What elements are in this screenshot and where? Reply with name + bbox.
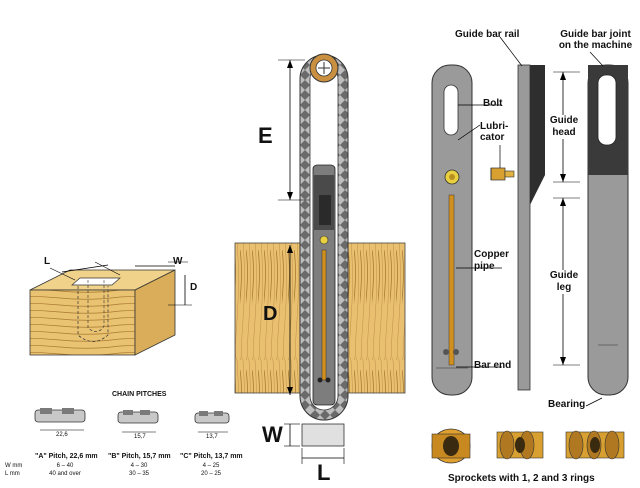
- left-dim-w-label: W: [173, 256, 183, 267]
- chain-pitch-b-sample: [117, 410, 159, 433]
- label-bar-end: Bar end: [474, 360, 512, 371]
- sprocket-2-rings: [496, 430, 544, 460]
- pitch-c-w-range: 4 – 25: [202, 463, 220, 469]
- center-dim-w-label: W: [262, 422, 283, 447]
- row-label-l: L mm: [5, 471, 20, 477]
- label-copper-pipe: Copper pipe: [474, 249, 509, 272]
- label-guide-bar-rail: Guide bar rail: [455, 29, 520, 40]
- label-guide-leg: Guide leg: [546, 270, 582, 294]
- pitch-b-heading: "B" Pitch, 15,7 mm: [108, 453, 171, 460]
- pitch-c-l-range: 20 – 25: [200, 471, 222, 477]
- lubricator: [490, 167, 515, 181]
- dimension-d-center: [287, 245, 293, 395]
- center-dim-l-label: L: [317, 460, 331, 485]
- pitch-b-readout: 15,7: [134, 434, 146, 440]
- pitch-a-w-range: 6 – 40: [56, 463, 74, 469]
- sprocket-1-ring: [431, 428, 471, 464]
- label-guide-head: Guide head: [546, 115, 582, 139]
- pitch-c-readout: 13,7: [206, 434, 218, 440]
- pitch-c-heading: "C" Pitch, 13,7 mm: [180, 453, 243, 460]
- label-guide-bar-joint: Guide bar joint on the machine: [558, 29, 633, 51]
- label-bearing: Bearing: [548, 399, 586, 410]
- pitch-a-l-range: 40 and over: [49, 471, 81, 477]
- leader-lines: [456, 36, 604, 407]
- chain-pitches-title: CHAIN PITCHES: [112, 391, 167, 398]
- label-bolt: Bolt: [483, 98, 503, 109]
- cut-profile: [284, 423, 345, 464]
- center-dim-e-label: E: [258, 123, 273, 148]
- left-dim-l-label: L: [44, 256, 51, 267]
- dimension-e: [278, 59, 310, 201]
- pitch-a-readout: 22,6: [56, 432, 68, 438]
- sprockets-caption: Sprockets with 1, 2 and 3 rings: [448, 473, 595, 484]
- row-label-w: W mm: [5, 463, 23, 469]
- mortise-block: [29, 261, 192, 356]
- label-lubricator: Lubri- cator: [480, 121, 509, 143]
- center-dim-d-label: D: [263, 303, 278, 325]
- chain-pitch-c-sample: [194, 411, 230, 433]
- guide-bar-front: [431, 64, 473, 396]
- sprocket-3-rings: [565, 430, 625, 460]
- guide-bar-joint-view: [587, 64, 629, 396]
- pitch-a-heading: "A" Pitch, 22,6 mm: [35, 453, 98, 460]
- guide-bar-rail-side: [517, 64, 545, 391]
- left-dim-d-label: D: [190, 282, 198, 293]
- chain-saw-bar: [299, 53, 349, 421]
- pitch-b-l-range: 30 – 35: [128, 471, 150, 477]
- chain-pitch-a-sample: [34, 408, 86, 431]
- pitch-b-w-range: 4 – 30: [130, 463, 148, 469]
